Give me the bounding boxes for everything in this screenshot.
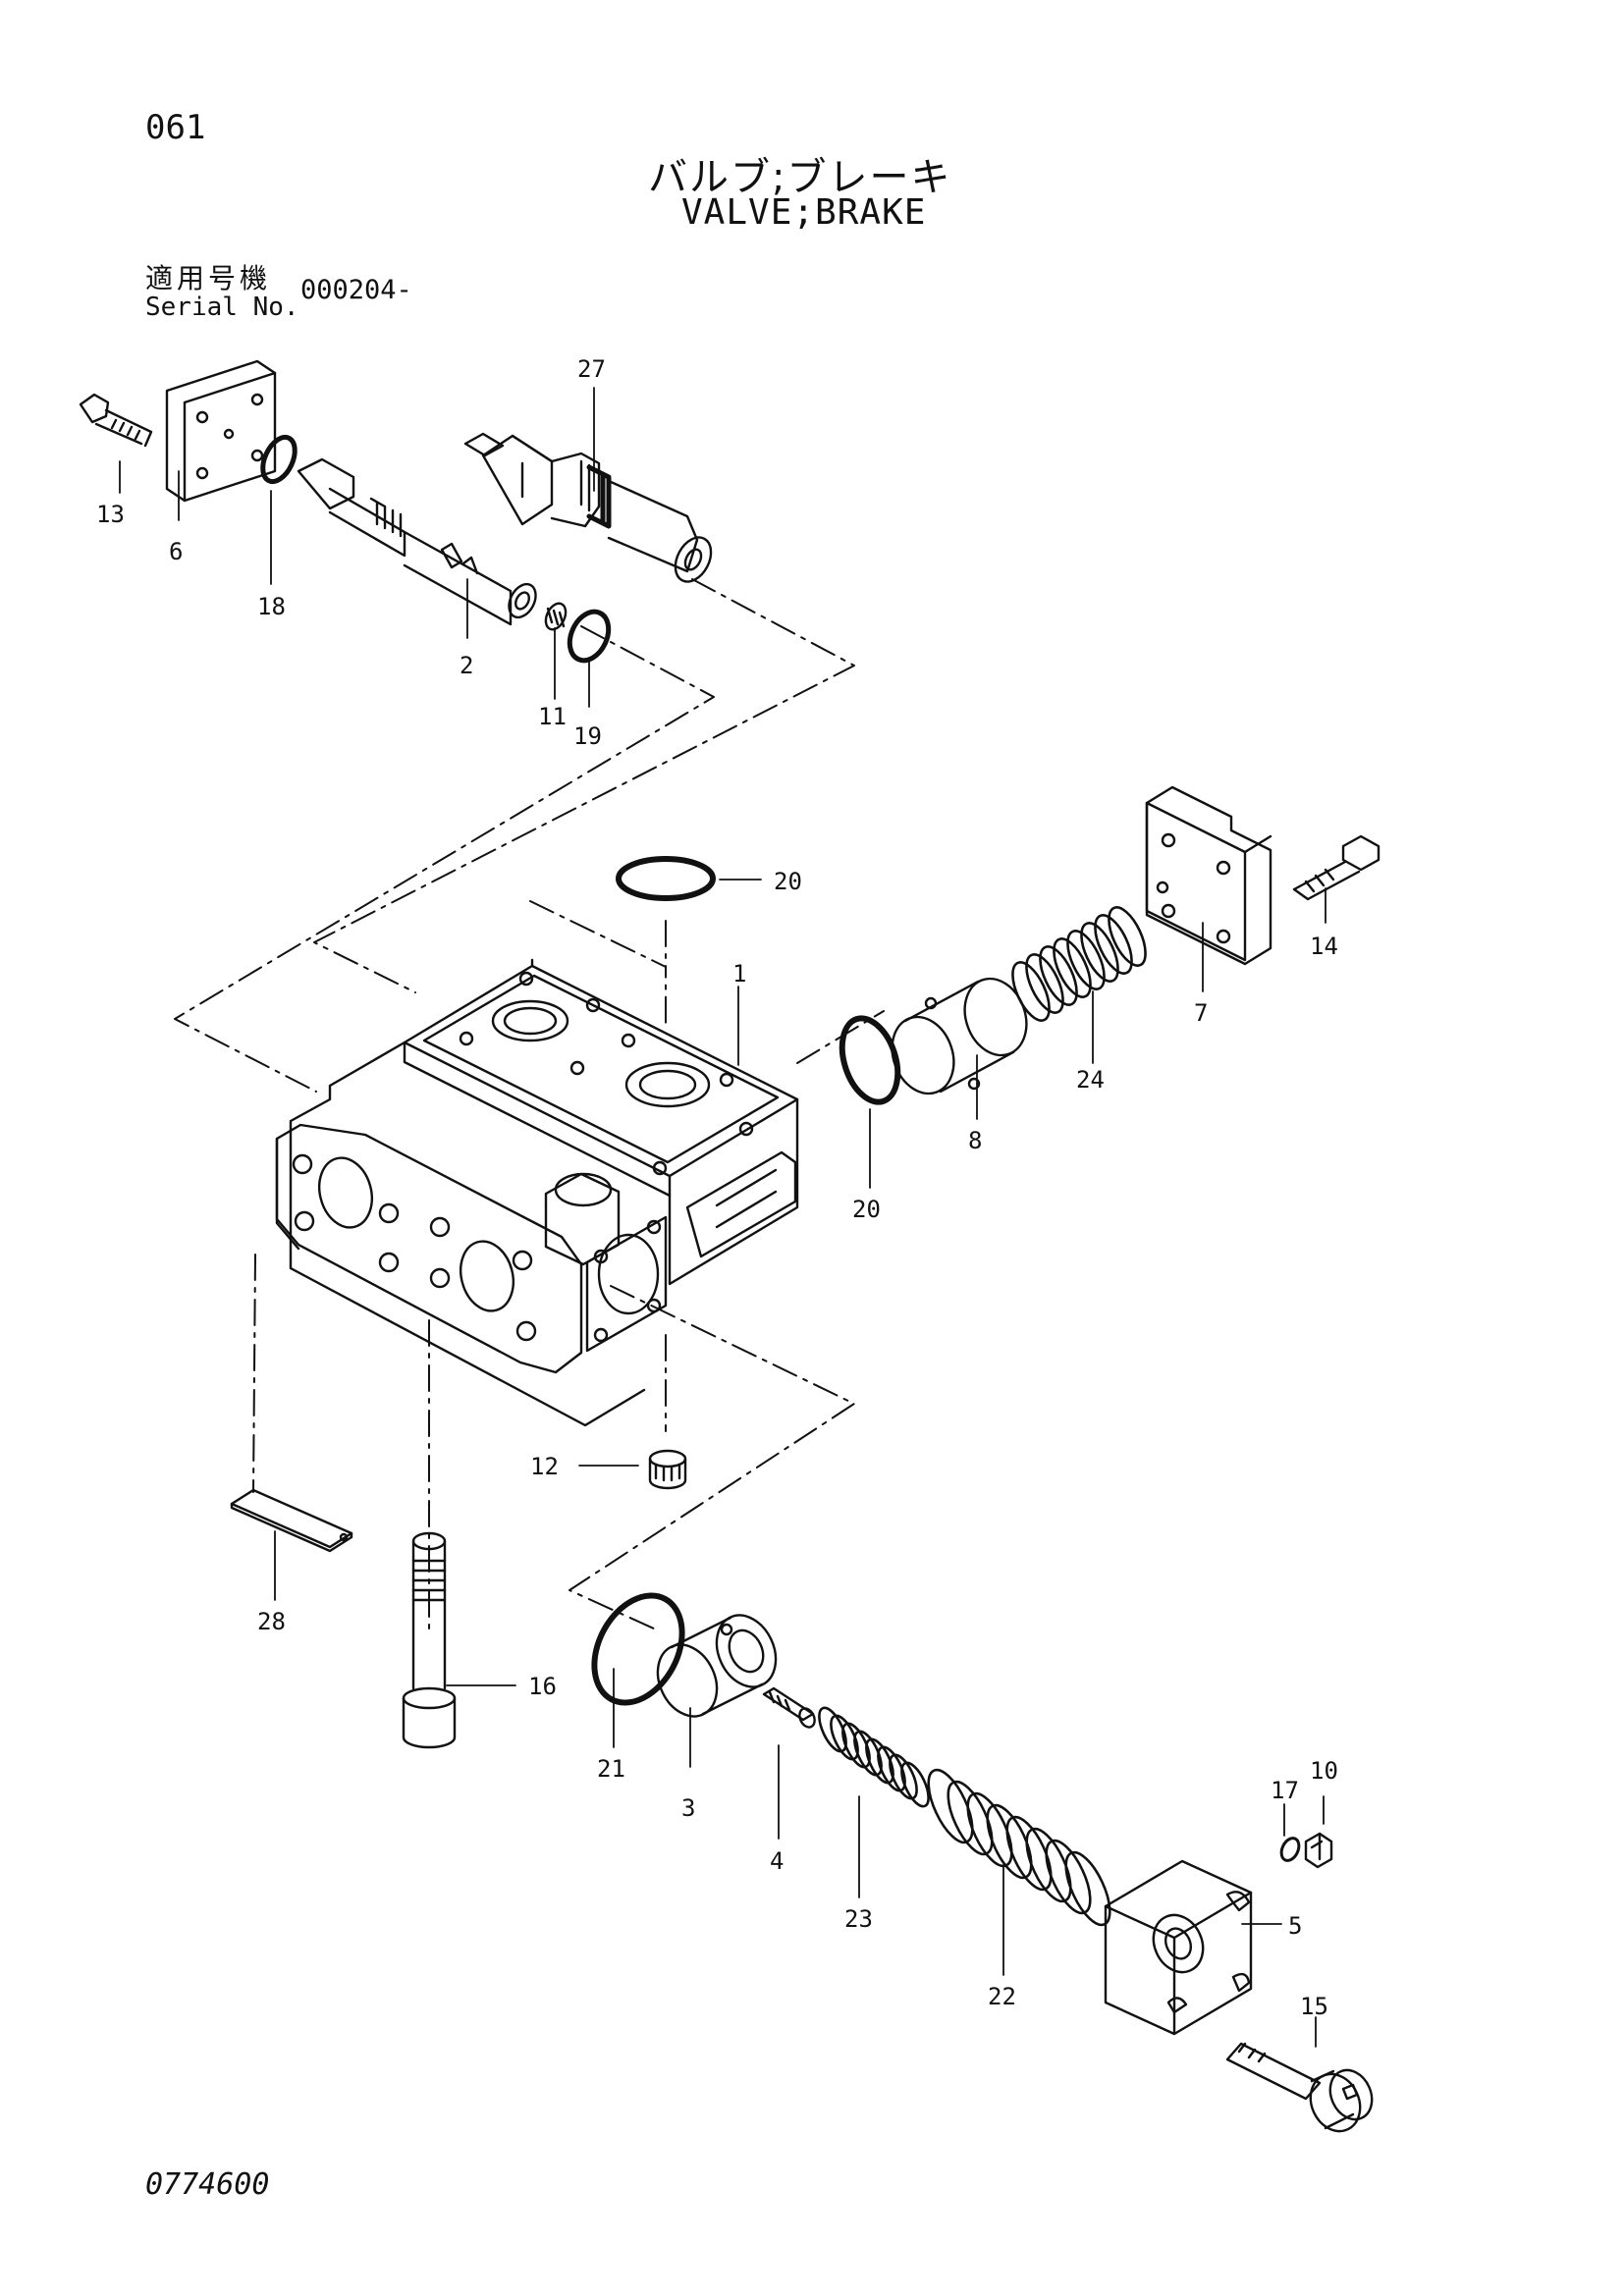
serial-label-english: Serial No. bbox=[145, 293, 299, 322]
callout-labels: 27 13 6 18 2 11 19 20 1 14 7 24 8 20 12 … bbox=[96, 355, 1338, 2020]
part-20-o-ring-side bbox=[839, 1015, 901, 1105]
part-14-bolt bbox=[1292, 834, 1380, 901]
callout-21: 21 bbox=[597, 1755, 625, 1783]
part-6-cover bbox=[165, 359, 277, 503]
part-1-valve-body bbox=[275, 958, 799, 1427]
callout-23: 23 bbox=[844, 1905, 873, 1933]
callout-15: 15 bbox=[1300, 1993, 1328, 2020]
callout-20-side: 20 bbox=[852, 1196, 881, 1223]
assembly-lines bbox=[174, 578, 885, 1630]
callout-24: 24 bbox=[1076, 1066, 1105, 1094]
callout-16: 16 bbox=[528, 1673, 557, 1700]
callout-20-top: 20 bbox=[774, 868, 802, 895]
callout-5: 5 bbox=[1288, 1912, 1302, 1940]
part-20-o-ring-top bbox=[616, 856, 716, 901]
part-13-bolt bbox=[79, 393, 153, 448]
part-16-long-bolt bbox=[402, 1531, 457, 1749]
part-2-spool bbox=[297, 457, 537, 626]
drawing-code: 0774600 bbox=[145, 2167, 270, 2202]
callout-8: 8 bbox=[968, 1127, 982, 1154]
part-12-plug bbox=[648, 1449, 687, 1490]
part-17-o-ring bbox=[1279, 1837, 1301, 1862]
callout-22: 22 bbox=[988, 1983, 1016, 2010]
callout-14: 14 bbox=[1310, 933, 1338, 960]
callout-18: 18 bbox=[257, 593, 286, 620]
part-22-spring bbox=[927, 1768, 1111, 1927]
callout-4: 4 bbox=[770, 1847, 784, 1875]
callout-6: 6 bbox=[169, 538, 183, 565]
part-10-plug bbox=[1304, 1832, 1333, 1869]
part-28-nameplate bbox=[230, 1488, 353, 1553]
part-27-relief-valve bbox=[463, 432, 713, 583]
callout-10: 10 bbox=[1310, 1757, 1338, 1785]
callout-2: 2 bbox=[460, 652, 473, 679]
title-english: VALVE;BRAKE bbox=[681, 192, 927, 233]
part-19-o-ring bbox=[567, 609, 612, 664]
callout-27: 27 bbox=[577, 355, 606, 383]
part-8-sleeve bbox=[891, 977, 1028, 1095]
callout-19: 19 bbox=[573, 722, 602, 750]
part-3-piston bbox=[656, 1614, 778, 1718]
part-21-o-ring bbox=[591, 1592, 685, 1706]
leader-lines bbox=[119, 387, 1326, 2048]
callout-17: 17 bbox=[1271, 1777, 1299, 1804]
serial-number-value: 000204- bbox=[300, 275, 412, 305]
callout-3: 3 bbox=[681, 1794, 695, 1822]
title-japanese: バルブ;ブレーキ bbox=[648, 155, 952, 200]
callout-7: 7 bbox=[1194, 999, 1208, 1027]
callout-1: 1 bbox=[732, 960, 746, 988]
part-11-small-spring bbox=[544, 602, 568, 631]
callout-13: 13 bbox=[96, 501, 125, 528]
part-24-spring bbox=[1011, 906, 1147, 1022]
part-15-bolt bbox=[1225, 2042, 1374, 2133]
part-5-end-cover bbox=[1104, 1859, 1253, 2036]
part-4-pin bbox=[762, 1686, 816, 1729]
callout-28: 28 bbox=[257, 1608, 286, 1635]
part-23-spring bbox=[818, 1706, 930, 1808]
part-18-o-ring bbox=[260, 434, 298, 485]
serial-label-japanese: 適用号機 bbox=[145, 262, 272, 294]
callout-11: 11 bbox=[538, 703, 567, 730]
callout-12: 12 bbox=[530, 1453, 559, 1480]
page-number: 061 bbox=[145, 108, 206, 147]
part-7-cover bbox=[1145, 785, 1272, 966]
